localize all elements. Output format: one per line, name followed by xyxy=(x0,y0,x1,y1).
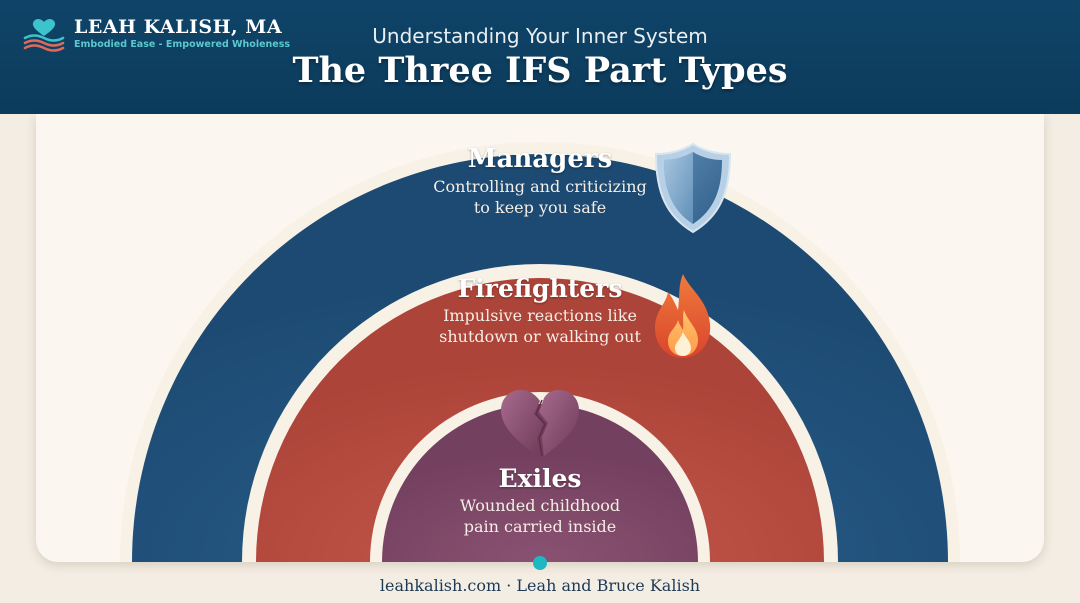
firefighters-title: Firefighters xyxy=(457,274,623,303)
brand-logo[interactable]: LEAH KALISH, MA Embodied Ease - Empowere… xyxy=(22,14,290,58)
page-title: The Three IFS Part Types xyxy=(292,50,788,91)
exiles-label: Exiles Wounded childhood pain carried in… xyxy=(400,462,680,537)
firefighters-description-line2: shutdown or walking out xyxy=(439,327,641,346)
managers-title: Managers xyxy=(467,144,613,174)
exiles-description-line2: pain carried inside xyxy=(463,517,617,536)
broken-heart-icon xyxy=(501,390,579,458)
page-subtitle: Understanding Your Inner System xyxy=(372,24,708,48)
heart-waves-logo-icon xyxy=(23,19,65,52)
exiles-title: Exiles xyxy=(498,464,582,493)
exiles-arch xyxy=(382,404,698,562)
exiles-description-line1: Wounded childhood xyxy=(459,496,621,515)
brand-name: LEAH KALISH, MA xyxy=(74,16,283,38)
managers-description-line1: Controlling and criticizing xyxy=(433,177,647,196)
firefighters-label: Firefighters Impulsive reactions like sh… xyxy=(400,272,680,347)
brand-tagline: Embodied Ease - Empowered Wholeness xyxy=(74,39,291,50)
header-banner: LEAH KALISH, MA Embodied Ease - Empowere… xyxy=(0,0,1080,114)
center-dot xyxy=(533,556,547,570)
shield-icon xyxy=(654,142,732,234)
footer-credit[interactable]: leahkalish.com · Leah and Bruce Kalish xyxy=(379,576,701,595)
flame-icon xyxy=(654,274,711,358)
firefighters-description-line1: Impulsive reactions like xyxy=(443,306,637,325)
managers-label: Managers Controlling and criticizing to … xyxy=(400,142,680,218)
managers-description-line2: to keep you safe xyxy=(473,198,607,217)
